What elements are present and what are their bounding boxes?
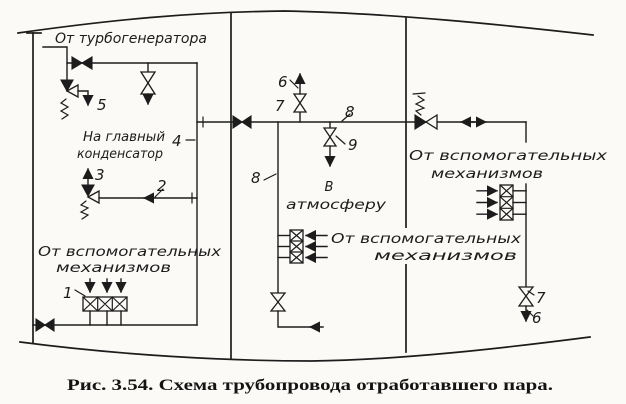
- label-to-atmosphere: В: [325, 180, 334, 195]
- callout-7-mid: 7: [275, 97, 285, 115]
- label-from-aux-right: От вспомогательных: [409, 149, 607, 164]
- valve-manifold-box-left: [82, 278, 128, 326]
- label-to-main-condenser: конденсатор: [77, 147, 163, 162]
- hull-top-line: [17, 10, 594, 36]
- label-to-atmosphere: атмосферу: [286, 198, 386, 213]
- left-compartment-piping: [32, 46, 198, 333]
- callout-6-right: 6: [532, 309, 542, 327]
- label-from-turbogenerator: От турбогенератора: [55, 31, 207, 47]
- callout-4: 4: [172, 132, 182, 150]
- numeric-callouts: 1 2 3 4 5 6 7 8 8 9 7 6: [63, 73, 546, 327]
- label-from-aux-right: механизмов: [431, 167, 543, 182]
- callout-6-mid: 6: [278, 73, 288, 91]
- reducing-valve-3-icon: [79, 167, 100, 220]
- valve-spring-icon: [79, 200, 90, 220]
- shutoff-valve-icon: [269, 292, 287, 312]
- valve-spring-icon: [59, 98, 70, 120]
- hull-outline: [17, 10, 594, 362]
- callout-3: 3: [95, 166, 105, 184]
- label-mask: [409, 144, 609, 183]
- valve-manifold-box-right: [476, 184, 527, 221]
- shutoff-valve-9-icon: [322, 121, 338, 168]
- gate-valve-icon: [35, 317, 55, 333]
- reducing-valve-5-icon: [59, 79, 94, 120]
- label-mask: [330, 228, 523, 264]
- callout-2: 2: [157, 177, 167, 195]
- shutoff-valve-icon: [139, 62, 157, 106]
- diagram-labels: От турбогенератора На главный конденсато…: [38, 31, 607, 276]
- shutoff-valve-7-right-icon: [517, 286, 535, 323]
- valve-spring-icon: [414, 95, 426, 116]
- callout-5: 5: [97, 96, 107, 114]
- safety-valve-icon: [412, 92, 438, 131]
- callout-7-right: 7: [536, 289, 546, 307]
- valve-manifold-box-middle: [277, 229, 328, 264]
- middle-compartment-piping: [196, 72, 527, 333]
- right-compartment-piping: [412, 92, 535, 323]
- label-from-aux-left: От вспомогательных: [38, 245, 221, 260]
- pipe-drain-elbow: [277, 310, 324, 328]
- callout-8-top: 8: [345, 103, 355, 121]
- callout-1: 1: [63, 284, 73, 302]
- label-to-main-condenser: На главный: [83, 130, 165, 145]
- gate-valve-icon: [71, 56, 93, 70]
- label-from-aux-middle: От вспомогательных: [331, 232, 521, 247]
- pipe-from-turbogenerator: [42, 46, 68, 81]
- label-from-aux-left: механизмов: [56, 261, 171, 276]
- figure-caption: Рис. 3.54. Схема трубопровода отработавш…: [67, 377, 553, 394]
- hull-bottom-line: [19, 336, 591, 362]
- callout-9: 9: [348, 136, 358, 154]
- callout-leaders: [74, 79, 535, 317]
- label-from-aux-middle: механизмов: [374, 249, 517, 264]
- callout-8-side: 8: [251, 169, 261, 187]
- shutoff-valve-7-icon: [292, 72, 308, 123]
- gate-valve-icon: [232, 114, 252, 130]
